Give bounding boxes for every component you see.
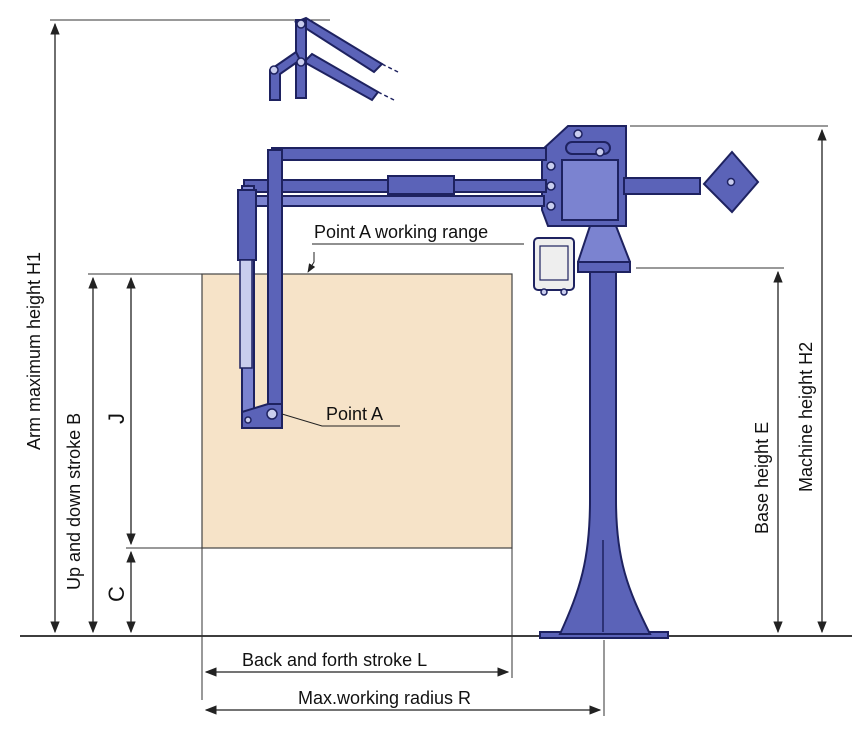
control-box [533,237,575,296]
h2-label: Machine height H2 [796,342,816,492]
counterweight-arm [623,150,760,214]
l-label: Back and forth stroke L [242,650,427,670]
j-label: J [104,413,129,424]
h1-label: Arm maximum height H1 [24,252,44,450]
e-label: Base height E [752,422,772,534]
r-label: Max.working radius R [298,688,471,708]
machine-pillar [539,225,669,639]
b-label: Up and down stroke B [64,413,84,590]
point-a-range-label: Point A working range [314,222,488,242]
c-label: C [104,586,129,602]
main-arms [242,147,547,207]
vertical-arms [237,149,283,429]
machine-head [541,125,627,227]
raised-arm-position [269,16,399,102]
range-leader-line [307,252,316,273]
point-a-leader-line [281,413,400,427]
point-a-label: Point A [326,404,383,424]
